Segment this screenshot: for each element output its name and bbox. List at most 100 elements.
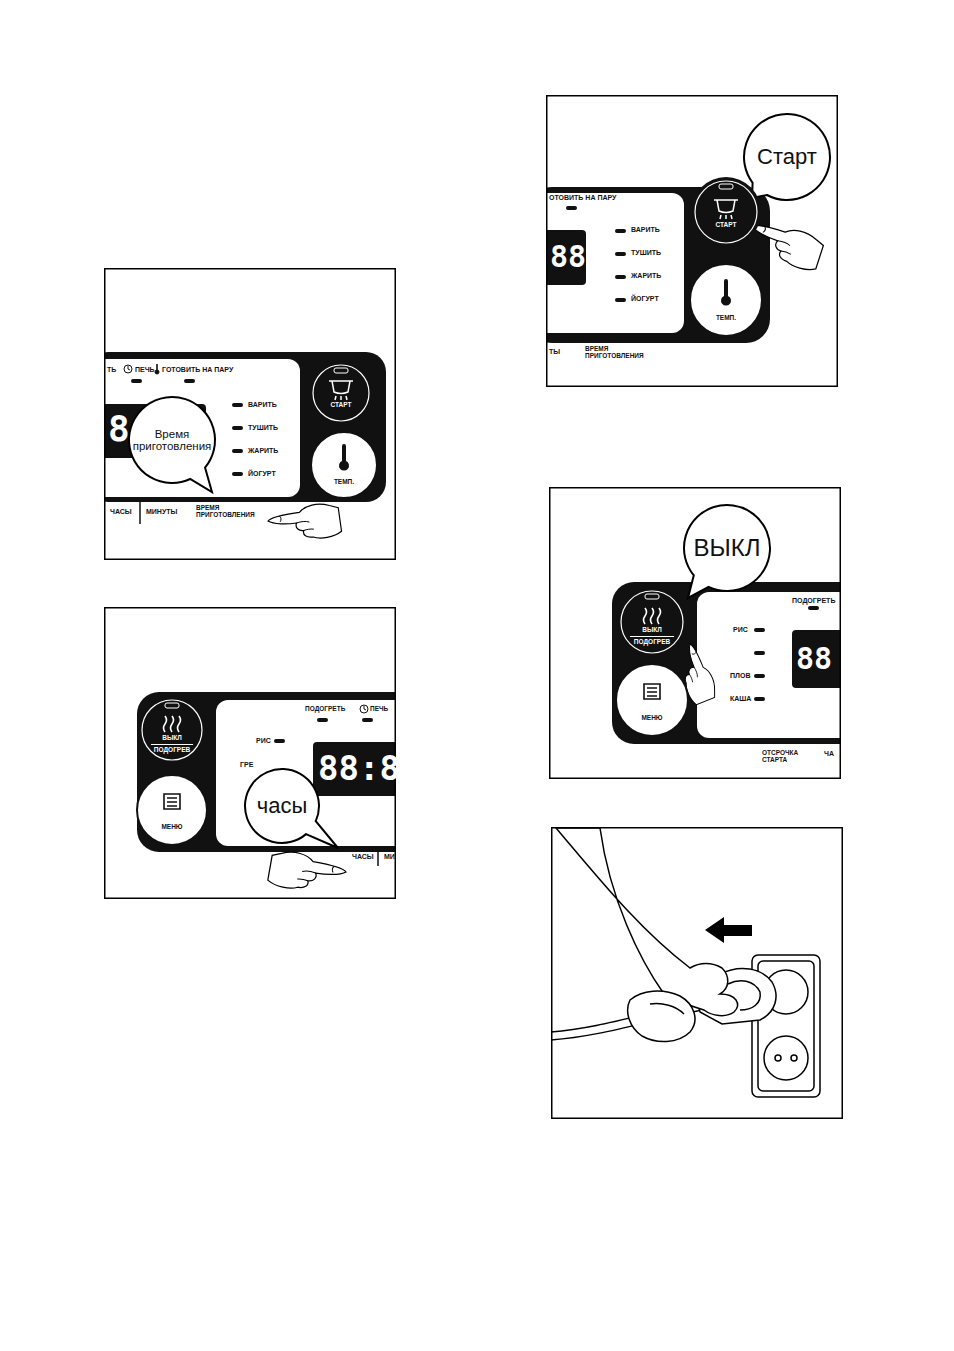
node-shape [138, 696, 206, 764]
panel-label: ВАРИТЬ [248, 401, 277, 408]
control-panel [612, 582, 841, 744]
text-wrap: ВЫКЛ [687, 504, 766, 592]
text-wrap: ВЫКЛПОДОГРЕВ [622, 627, 682, 646]
control-panel [137, 692, 396, 852]
button-body [617, 587, 687, 657]
panel-label: ОТОВИТЬ НА ПАРУ [549, 194, 616, 201]
menu-icon [164, 794, 180, 809]
panel-label: ЙОГУРТ [248, 470, 276, 477]
control-panel [792, 630, 841, 688]
panel-label: ПОДОГРЕТЬ [305, 706, 345, 713]
wall-outlet [791, 1055, 797, 1061]
button-body [616, 664, 688, 736]
indicator-led [566, 206, 577, 210]
text-wrap: ТЕМП. [695, 315, 758, 322]
control-panel [137, 692, 396, 852]
hand [556, 828, 738, 1016]
mode-icon [360, 705, 368, 713]
control-button: СТАРТ [309, 361, 373, 425]
control-button: СТАРТ [691, 177, 761, 247]
node-shape [689, 263, 763, 337]
node-shape [615, 663, 689, 737]
panel-label: ПОДОГРЕТЬ [792, 597, 835, 604]
button-body [690, 264, 762, 336]
text-wrap: МЕНЮ [621, 715, 684, 722]
control-button: ВЫКЛПОДОГРЕВ [617, 587, 687, 657]
button-label: ТЕМП. [695, 315, 758, 322]
indicator-led [615, 229, 626, 233]
unplug-illustration [551, 827, 843, 1119]
node-shape [138, 696, 206, 764]
divider [139, 500, 141, 524]
mode-icon [124, 365, 132, 373]
hand [628, 991, 695, 1042]
control-panel [546, 193, 684, 333]
steam-icon [164, 716, 181, 732]
node-shape [691, 177, 761, 247]
speech-bubble: Старт [743, 113, 831, 201]
speech-bubble: ВЫКЛ [683, 504, 771, 592]
display-digits: 88:8 [318, 751, 400, 785]
control-button: ТЕМП. [689, 263, 763, 337]
mode-icon [360, 705, 368, 713]
control-button: ТЕМП. [310, 431, 378, 499]
hand [556, 828, 738, 1042]
indicator-led [232, 403, 243, 407]
steam-icon [644, 608, 661, 624]
panel-label: ЧАСЫ [110, 508, 132, 515]
speech-bubble: Время приготовления [128, 396, 216, 484]
thermometer-icon [721, 279, 731, 306]
panel-label: РИС [733, 626, 748, 633]
indicator-led [362, 718, 373, 722]
thermometer-icon [339, 444, 349, 471]
panel-label: ТЫ [549, 348, 560, 355]
indicator-led [334, 368, 348, 373]
control-panel [697, 592, 841, 738]
text-wrap: часы [248, 768, 316, 844]
bubble-outline [684, 505, 770, 598]
button-ring [695, 181, 757, 243]
indicator-led [615, 298, 626, 302]
direction-arrow [705, 917, 752, 943]
indicator-led [719, 184, 733, 189]
indicator-led [754, 651, 765, 655]
text-wrap: СТАРТ [696, 222, 756, 229]
control-panel [313, 742, 396, 796]
button-label: ВЫКЛ [143, 735, 201, 742]
panel-label: ЖАРИТЬ [631, 272, 661, 279]
indicator-led [808, 606, 819, 610]
node-shape [137, 775, 207, 845]
display-digits: 88 [796, 644, 832, 674]
callout-text: ВЫКЛ [693, 535, 760, 560]
indicator-led [754, 697, 765, 701]
text-wrap: ВЫКЛПОДОГРЕВ [143, 735, 201, 754]
menu-icon [644, 684, 660, 699]
button-body [311, 432, 377, 498]
indicator-led [754, 628, 765, 632]
panel-label: ОТСРОЧКА СТАРТА [762, 750, 812, 764]
button-label: ПОДОГРЕВ [630, 636, 674, 646]
button-label: МЕНЮ [621, 715, 684, 722]
button-body [691, 177, 761, 247]
panel-label: ТУШИТЬ [248, 424, 278, 431]
control-panel [104, 359, 300, 497]
panel-label: ПЕЧЬ [370, 706, 388, 713]
button-label: ТЕМП. [315, 479, 373, 486]
panel-label: ТЬ [107, 366, 116, 373]
mode-icon [124, 364, 159, 374]
bubble-outline [744, 114, 830, 200]
divider [377, 850, 379, 866]
callout-text: Время приготовления [132, 428, 211, 452]
indicator-led [317, 718, 328, 722]
panel-label: ЧА [824, 750, 834, 757]
start-icon [329, 381, 353, 400]
button-label: СТАРТ [696, 222, 756, 229]
start-icon [714, 200, 738, 219]
button-label: МЕНЮ [141, 824, 202, 831]
button-ring [313, 365, 369, 421]
indicator-led [165, 703, 179, 708]
button-ring [142, 700, 202, 760]
panel-label: ВРЕМЯ ПРИГОТОВЛЕНИЯ [196, 505, 266, 519]
control-button: МЕНЮ [615, 663, 689, 737]
